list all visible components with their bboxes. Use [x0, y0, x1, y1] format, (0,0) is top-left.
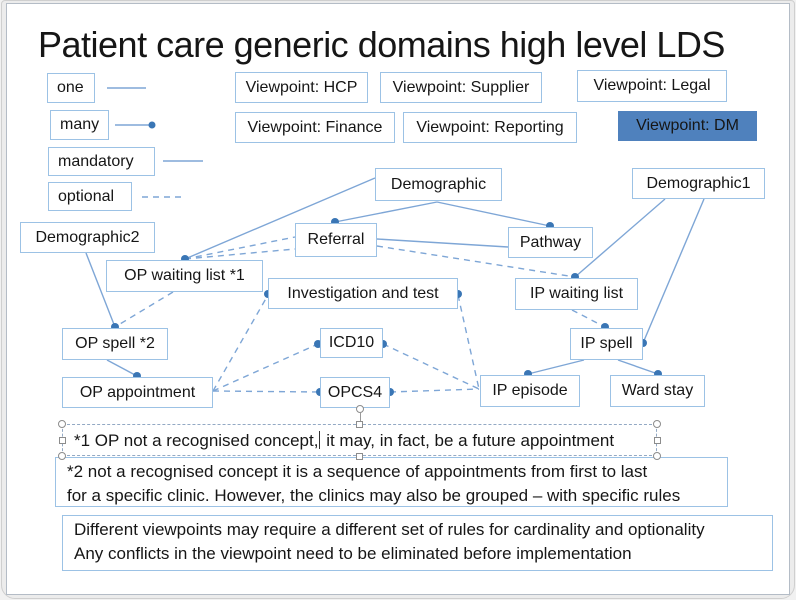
node-ward-stay[interactable]: Ward stay — [610, 375, 705, 407]
connector-demographic-op-waiting-list — [184, 177, 376, 260]
connector-op-waiting-list-op-spell — [114, 291, 174, 328]
node-ip-spell[interactable]: IP spell — [570, 328, 643, 360]
connector-ip-spell-ward-stay — [617, 359, 659, 375]
note-op-footnote[interactable]: *1 OP not a recognised concept, it may, … — [62, 424, 657, 456]
node-label: OP appointment — [79, 383, 196, 401]
rotation-handle[interactable] — [355, 405, 364, 413]
text-cursor — [319, 431, 321, 449]
node-investigation-and-test[interactable]: Investigation and test — [268, 278, 458, 309]
connector-referral-ip-waiting-list — [376, 245, 576, 278]
legend-label: optional — [58, 187, 115, 205]
note-op-spell-footnote[interactable]: *2 not a recognised concept it is a sequ… — [55, 457, 728, 507]
legend-many-dot — [148, 121, 156, 129]
node-referral[interactable]: Referral — [295, 223, 377, 257]
node-ip-episode[interactable]: IP episode — [480, 375, 580, 407]
legend-label: mandatory — [58, 152, 134, 170]
viewpoint-button-hcp[interactable]: Viewpoint: HCP — [235, 72, 368, 103]
viewpoint-label: Viewpoint: Legal — [593, 77, 711, 94]
node-label: IP spell — [580, 335, 633, 352]
viewpoint-label: Viewpoint: DM — [636, 117, 739, 134]
selection-handle-mid-left[interactable] — [58, 436, 66, 444]
node-label: IP waiting list — [529, 285, 624, 302]
connector-demographic-pathway — [436, 201, 551, 227]
legend-item-mandatory[interactable]: mandatory — [48, 147, 155, 176]
node-opcs4[interactable]: OPCS4 — [320, 377, 390, 408]
connector-ip-waiting-list-ip-spell — [571, 309, 606, 328]
viewpoint-label: Viewpoint: Reporting — [416, 118, 564, 136]
viewpoint-button-dm[interactable]: Viewpoint: DM — [618, 111, 757, 141]
connector-op-appointment-icd10 — [212, 343, 319, 392]
connector-demographic-referral — [334, 201, 438, 223]
legend-item-many[interactable]: many — [50, 110, 109, 140]
legend-label: one — [57, 79, 84, 96]
note-text-after-caret: it may, in fact, be a future appointment — [321, 431, 615, 450]
viewpoint-button-legal[interactable]: Viewpoint: Legal — [577, 70, 727, 102]
viewpoint-button-finance[interactable]: Viewpoint: Finance — [235, 112, 395, 143]
connector-demographic2-op-spell — [85, 252, 116, 328]
connector-demographic1-ip-waiting-list — [574, 198, 666, 278]
viewpoint-label: Viewpoint: Finance — [247, 118, 383, 136]
legend-item-one[interactable]: one — [47, 73, 95, 103]
page-title[interactable]: Patient care generic domains high level … — [38, 24, 725, 65]
note-text-before-caret: *1 OP not a recognised concept, — [74, 431, 319, 450]
rotation-handle-stem — [359, 413, 361, 424]
connector-opcs4-ip-episode — [389, 388, 480, 393]
note-line: Any conflicts in the viewpoint need to b… — [74, 544, 632, 563]
node-op-waiting-list[interactable]: OP waiting list *1 — [106, 260, 263, 292]
node-demographic[interactable]: Demographic — [375, 168, 502, 201]
connector-investigation-and-test-ip-episode — [457, 294, 480, 390]
connector-op-waiting-list-referral — [184, 248, 296, 260]
viewpoint-label: Viewpoint: Supplier — [392, 78, 530, 96]
node-op-spell[interactable]: OP spell *2 — [62, 328, 168, 360]
note-line: for a specific clinic. However, the clin… — [67, 486, 681, 505]
node-label: Demographic — [390, 175, 487, 193]
selection-handle-top-left[interactable] — [58, 420, 66, 428]
viewpoint-button-reporting[interactable]: Viewpoint: Reporting — [403, 112, 577, 143]
selection-handle-bottom-right[interactable] — [653, 452, 661, 460]
connector-op-appointment-opcs4 — [212, 390, 321, 393]
node-demographic1[interactable]: Demographic1 — [632, 168, 765, 199]
selection-handle-bottom-center[interactable] — [356, 452, 363, 460]
viewpoint-label: Viewpoint: HCP — [245, 78, 358, 96]
selection-handle-mid-right[interactable] — [653, 436, 661, 444]
viewpoint-button-supplier[interactable]: Viewpoint: Supplier — [380, 72, 542, 103]
node-label: Investigation and test — [287, 284, 439, 302]
selection-handle-top-center[interactable] — [356, 420, 363, 428]
connector-demographic1-ip-spell — [642, 198, 705, 344]
node-label: OP spell *2 — [75, 335, 155, 352]
node-pathway[interactable]: Pathway — [508, 227, 593, 258]
selection-handle-bottom-left[interactable] — [58, 452, 66, 460]
legend-item-optional[interactable]: optional — [48, 182, 132, 211]
node-label: OPCS4 — [327, 383, 383, 401]
node-label: IP episode — [492, 382, 568, 399]
note-viewpoint-rules[interactable]: Different viewpoints may require a diffe… — [62, 515, 773, 571]
connector-op-appointment-investigation-and-test — [212, 294, 269, 392]
node-op-appointment[interactable]: OP appointment — [62, 377, 213, 408]
node-label: Demographic1 — [646, 174, 751, 192]
node-label: ICD10 — [328, 334, 375, 351]
legend-label: many — [60, 116, 100, 133]
node-label: Pathway — [519, 233, 582, 251]
node-demographic2[interactable]: Demographic2 — [20, 222, 155, 253]
node-label: Referral — [307, 231, 365, 248]
node-label: Ward stay — [621, 382, 694, 399]
node-label: OP waiting list *1 — [124, 267, 245, 284]
connector-ip-spell-ip-episode — [527, 359, 585, 375]
note-line: Different viewpoints may require a diffe… — [74, 520, 705, 539]
selection-handle-top-right[interactable] — [653, 420, 661, 428]
connector-icd10-ip-episode — [382, 343, 480, 390]
node-label: Demographic2 — [35, 228, 140, 246]
note-line: *2 not a recognised concept it is a sequ… — [67, 462, 648, 481]
connector-op-waiting-list-referral — [184, 236, 296, 260]
node-ip-waiting-list[interactable]: IP waiting list — [515, 278, 638, 310]
connector-op-spell-op-appointment — [106, 359, 138, 377]
node-icd10[interactable]: ICD10 — [320, 328, 383, 358]
connector-referral-pathway — [376, 238, 509, 248]
